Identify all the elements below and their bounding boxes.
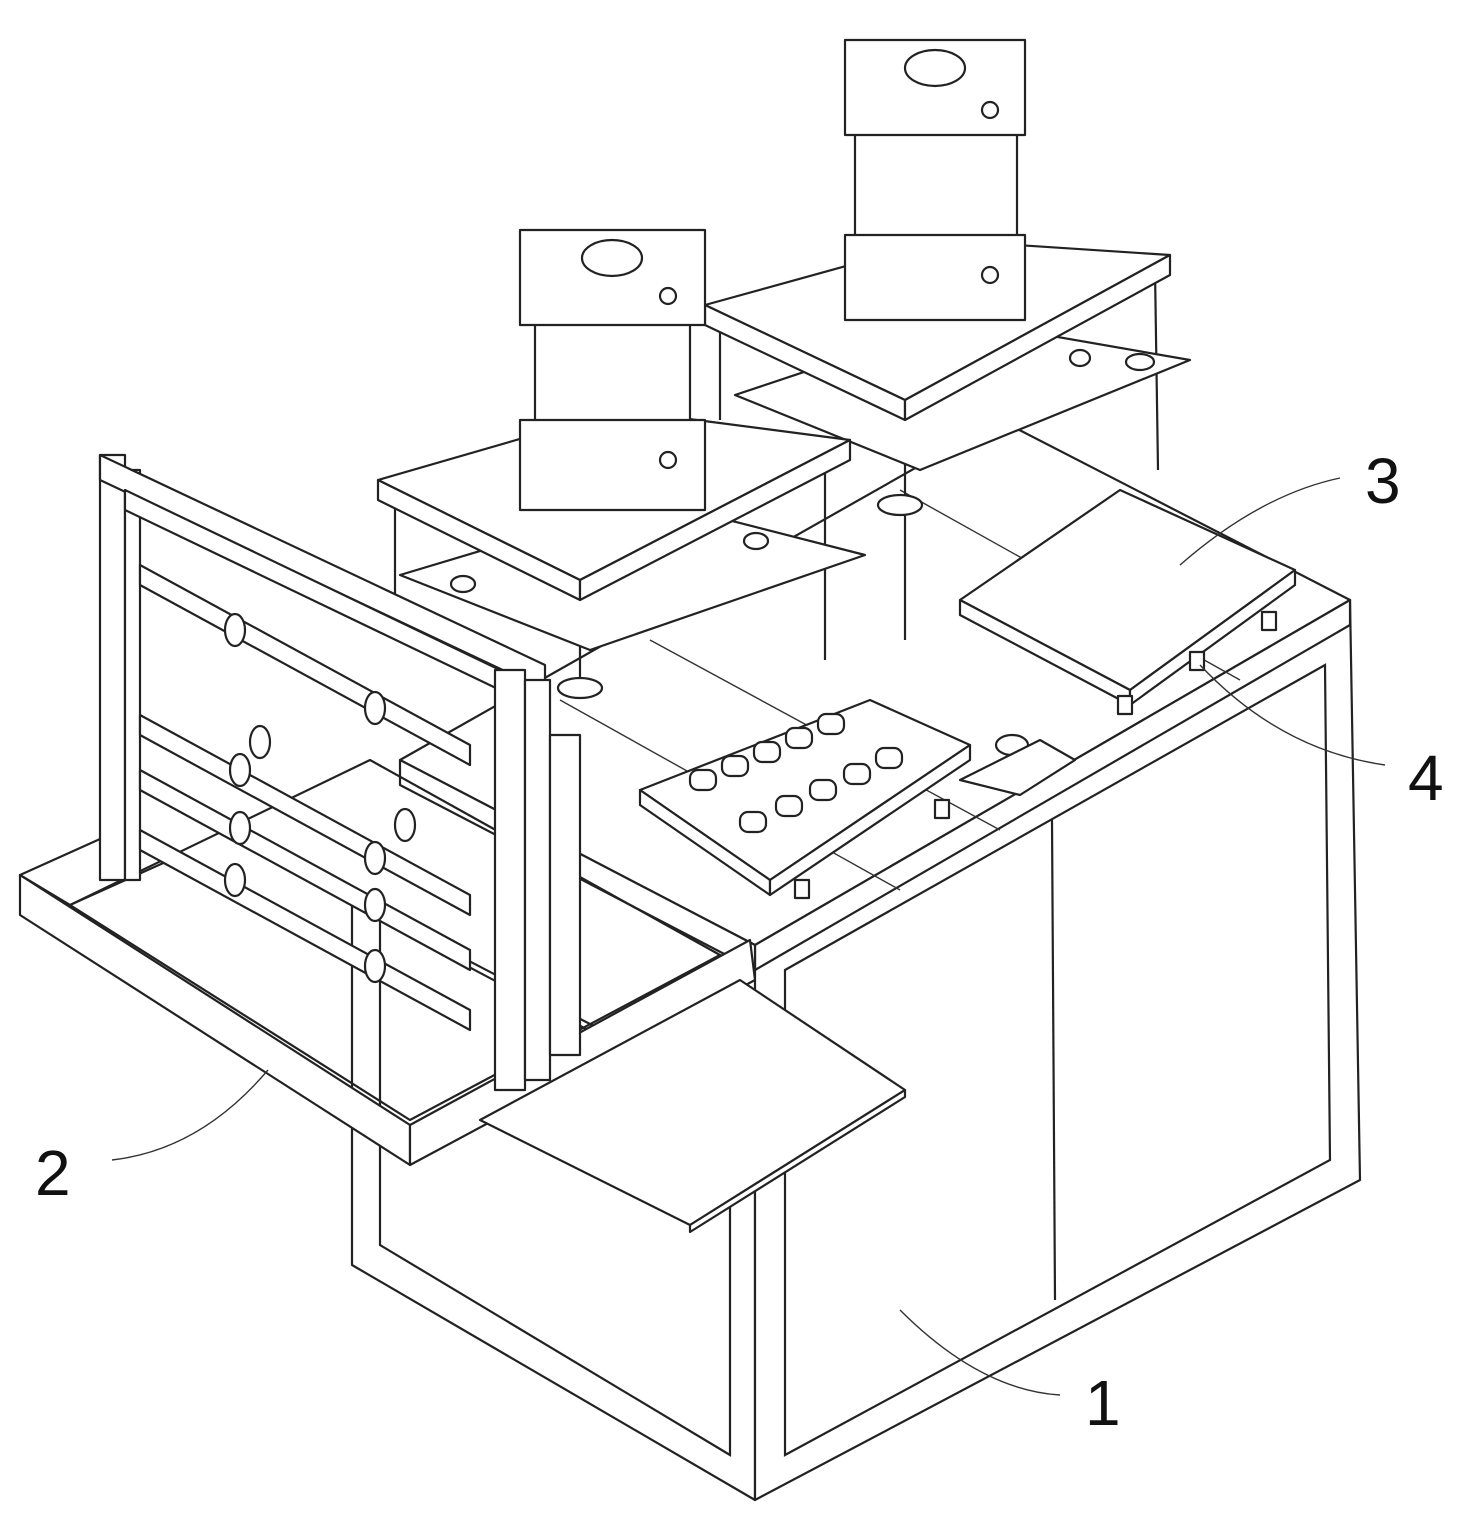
cylinder-end-cap: [520, 420, 705, 510]
label-4: 4: [1408, 742, 1444, 814]
label-1: 1: [1085, 1367, 1121, 1439]
label-2: 2: [35, 1137, 71, 1209]
label-3: 3: [1365, 445, 1401, 517]
